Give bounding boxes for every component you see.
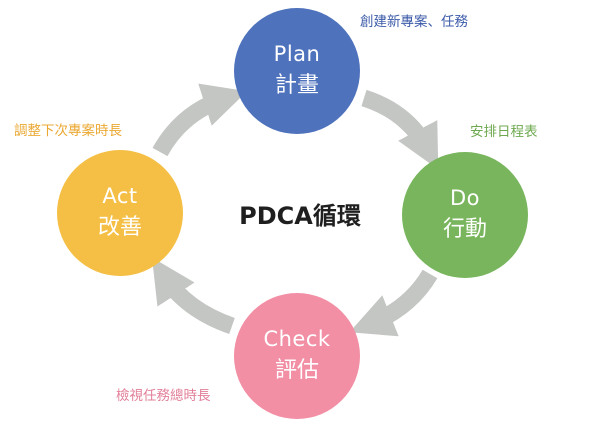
- arrow-do-to-check: [349, 269, 438, 337]
- plan-note: 創建新專案、任務: [360, 14, 468, 30]
- check-label: Check: [263, 327, 331, 351]
- check-chinese-label: 評估: [274, 358, 319, 383]
- check-note: 檢視任務總時長: [116, 388, 211, 404]
- act-chinese-label: 改善: [97, 215, 142, 240]
- act-node: Act 改善: [57, 150, 183, 276]
- diagram-title: PDCA循環: [239, 202, 361, 230]
- arrow-check-to-act: [151, 257, 235, 335]
- do-chinese-label: 行動: [442, 217, 487, 242]
- plan-label: Plan: [273, 42, 321, 66]
- arrow-plan-to-do: [361, 89, 439, 170]
- do-label: Do: [449, 186, 481, 210]
- act-label: Act: [102, 184, 138, 208]
- act-note: 調整下次專案時長: [14, 123, 122, 139]
- check-node: Check 評估: [234, 293, 360, 419]
- plan-node: Plan 計畫: [234, 8, 360, 134]
- do-node: Do 行動: [402, 152, 528, 278]
- plan-chinese-label: 計畫: [274, 73, 319, 98]
- arrow-act-to-plan: [152, 83, 248, 157]
- do-note: 安排日程表: [470, 124, 538, 140]
